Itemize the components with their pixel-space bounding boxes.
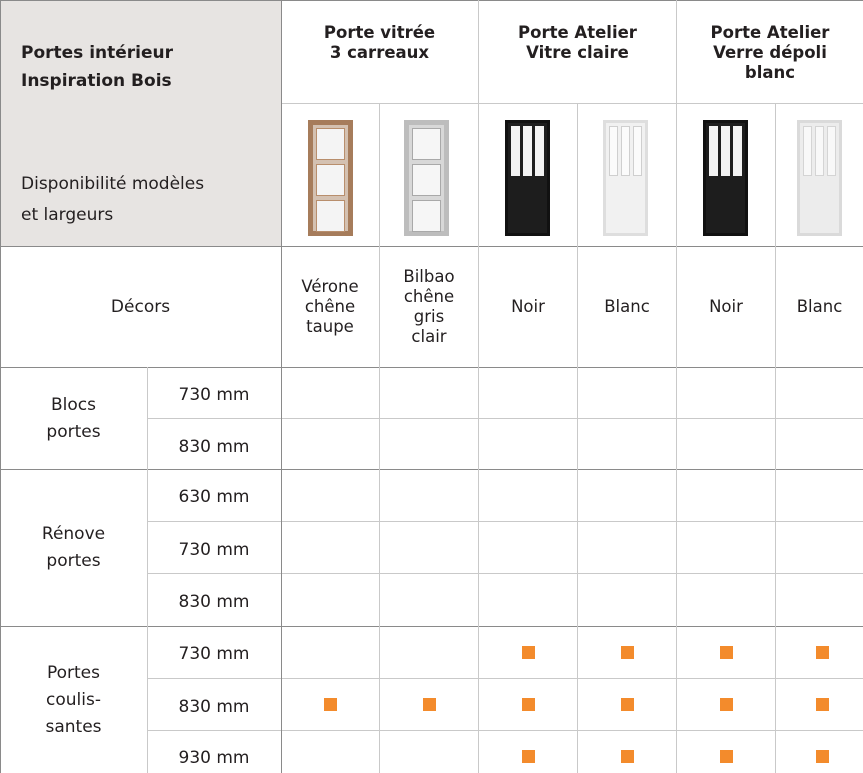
width-label: 730 mm bbox=[178, 540, 250, 560]
table-title-box: Portes intérieur Inspiration Bois Dispon… bbox=[0, 0, 281, 246]
group-header-line: Porte Atelier bbox=[518, 23, 637, 42]
frosted-atelier-door-icon bbox=[797, 120, 842, 236]
title-line-2: Inspiration Bois bbox=[21, 71, 172, 91]
width-label: 730 mm bbox=[178, 644, 250, 664]
availability-marker bbox=[621, 698, 634, 711]
wood-door-icon bbox=[308, 120, 353, 236]
table-subtitle: Disponibilité modèles et largeurs bbox=[21, 169, 204, 231]
black-atelier-door-icon bbox=[703, 120, 748, 236]
grey-door-icon bbox=[404, 120, 449, 236]
group-header-atelier-depoli: Porte Atelier Verre dépoli blanc bbox=[677, 23, 863, 83]
width-label: 830 mm bbox=[178, 592, 250, 612]
group-header-line: blanc bbox=[744, 63, 796, 82]
width-label: 730 mm bbox=[178, 385, 250, 405]
group-header-line: Porte Atelier bbox=[710, 23, 830, 42]
width-label: 830 mm bbox=[178, 697, 250, 717]
subtitle-line-2: et largeurs bbox=[21, 205, 114, 225]
availability-marker bbox=[720, 750, 733, 763]
decors-label: Décors bbox=[110, 297, 171, 317]
availability-marker bbox=[816, 646, 829, 659]
decor-blanc: Blanc bbox=[604, 297, 650, 316]
white-atelier-door-icon bbox=[603, 120, 648, 236]
availability-marker bbox=[720, 646, 733, 659]
table-title: Portes intérieur Inspiration Bois bbox=[21, 39, 173, 95]
group-header-atelier-claire: Porte Atelier Vitre claire bbox=[479, 23, 676, 63]
title-line-1: Portes intérieur bbox=[21, 43, 174, 63]
black-atelier-door-icon bbox=[505, 120, 550, 236]
availability-marker bbox=[816, 750, 829, 763]
decor-blanc: Blanc bbox=[796, 297, 843, 316]
availability-marker bbox=[522, 646, 535, 659]
group-header-porte-vitree: Porte vitrée 3 carreaux bbox=[281, 23, 478, 63]
availability-marker bbox=[423, 698, 436, 711]
availability-marker bbox=[324, 698, 337, 711]
width-label: 630 mm bbox=[178, 487, 250, 507]
availability-marker bbox=[522, 750, 535, 763]
width-label: 830 mm bbox=[178, 437, 250, 457]
availability-marker bbox=[816, 698, 829, 711]
availability-marker bbox=[522, 698, 535, 711]
width-label: 930 mm bbox=[178, 748, 250, 768]
availability-marker bbox=[621, 646, 634, 659]
availability-marker bbox=[621, 750, 634, 763]
decor-noir: Noir bbox=[511, 297, 545, 316]
group-header-line: Verre dépoli bbox=[713, 43, 827, 62]
subtitle-line-1: Disponibilité modèles bbox=[21, 174, 205, 194]
availability-marker bbox=[720, 698, 733, 711]
group-header-line: Porte vitrée bbox=[323, 23, 436, 42]
decor-noir: Noir bbox=[709, 297, 743, 316]
group-header-line: 3 carreaux bbox=[329, 43, 430, 62]
group-header-line: Vitre claire bbox=[526, 43, 629, 62]
